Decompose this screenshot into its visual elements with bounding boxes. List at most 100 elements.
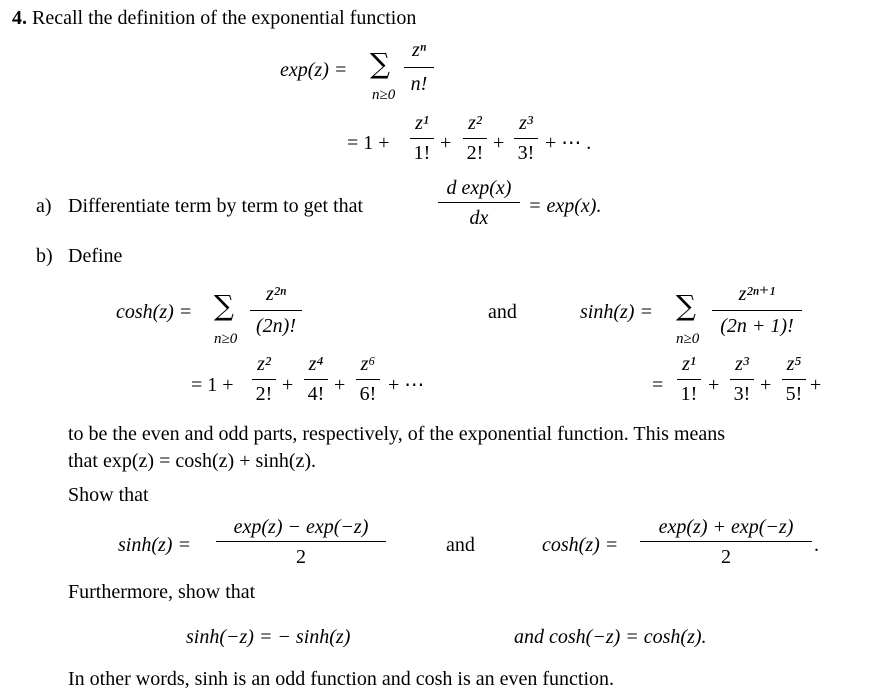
exp-series-lead: = 1 + bbox=[347, 132, 390, 154]
sum-symbol: ∑ bbox=[214, 289, 234, 322]
sum-index: n≥0 bbox=[372, 87, 396, 103]
fraction-numerator: z²ⁿ bbox=[265, 283, 287, 305]
part-a-rhs: = exp(x). bbox=[528, 195, 602, 217]
fraction-denominator: (2n)! bbox=[256, 315, 296, 337]
fraction-bar bbox=[304, 379, 328, 381]
fraction-bar bbox=[712, 310, 802, 312]
fraction-denominator: (2n + 1)! bbox=[720, 315, 794, 337]
sinh-term-1: z¹ 1! bbox=[677, 354, 701, 414]
fraction-bar bbox=[782, 379, 806, 381]
cosh-even-identity: and cosh(−z) = cosh(z). bbox=[514, 626, 707, 648]
fraction-bar bbox=[438, 202, 520, 204]
sum-index: n≥0 bbox=[676, 331, 700, 347]
cosh-exp-fraction: exp(z) + exp(−z) 2 bbox=[640, 517, 812, 573]
plus-sign: + bbox=[760, 374, 772, 396]
fraction-numerator: zⁿ bbox=[411, 39, 427, 61]
fraction-numerator: z⁵ bbox=[786, 353, 802, 375]
sinh-term-3: z⁵ 5! bbox=[782, 354, 806, 414]
fraction-numerator: z¹ bbox=[415, 112, 429, 134]
cosh-series-lead: = 1 + bbox=[191, 374, 234, 396]
sum-index: n≥0 bbox=[214, 331, 238, 347]
fraction-denominator: 2 bbox=[296, 546, 306, 568]
fraction-bar bbox=[356, 379, 380, 381]
problem-intro: Recall the definition of the exponential… bbox=[32, 7, 417, 29]
cosh-def-tail: . bbox=[814, 534, 819, 556]
cosh-fraction: z²ⁿ (2n)! bbox=[250, 284, 302, 344]
and-text: and bbox=[488, 301, 517, 323]
cosh-term-1: z² 2! bbox=[252, 354, 276, 414]
fraction-denominator: 1! bbox=[413, 142, 431, 164]
sinh-series-lead: = bbox=[652, 374, 664, 396]
fraction-denominator: 3! bbox=[517, 142, 535, 164]
fraction-bar bbox=[216, 541, 386, 543]
problem-number: 4. bbox=[12, 7, 27, 29]
exp-series-tail: + ⋯ . bbox=[545, 132, 592, 154]
sum-symbol: ∑ bbox=[370, 47, 390, 80]
exp-term-1: z¹ 1! bbox=[410, 113, 434, 173]
fraction-denominator: 3! bbox=[733, 383, 751, 405]
fraction-denominator: 2 bbox=[721, 546, 731, 568]
part-b-define: Define bbox=[68, 245, 123, 267]
sinh-exp-fraction: exp(z) − exp(−z) 2 bbox=[216, 517, 386, 573]
part-a-label: a) bbox=[36, 195, 52, 217]
fraction-numerator: z⁶ bbox=[360, 353, 376, 375]
fraction-denominator: 6! bbox=[359, 383, 377, 405]
fraction-denominator: 5! bbox=[785, 383, 803, 405]
fraction-denominator: 2! bbox=[466, 142, 484, 164]
fraction-denominator: dx bbox=[469, 207, 489, 229]
parts-line-1: to be the even and odd parts, respective… bbox=[68, 423, 726, 445]
fraction-bar bbox=[640, 541, 812, 543]
fraction-bar bbox=[410, 138, 434, 140]
fraction-numerator: exp(z) − exp(−z) bbox=[233, 516, 369, 538]
and-text: and bbox=[446, 534, 475, 556]
fraction-numerator: z³ bbox=[519, 112, 533, 134]
fraction-numerator: z¹ bbox=[682, 353, 696, 375]
fraction-bar bbox=[730, 379, 754, 381]
part-a-text: Differentiate term by term to get that bbox=[68, 195, 364, 217]
sinh-lhs: sinh(z) = bbox=[580, 301, 653, 323]
cosh-term-3: z⁶ 6! bbox=[356, 354, 380, 414]
sinh-def-lhs: sinh(z) = bbox=[118, 534, 191, 556]
fraction-numerator: z² bbox=[257, 353, 271, 375]
fraction-numerator: z⁴ bbox=[308, 353, 324, 375]
fraction-numerator: d exp(x) bbox=[446, 177, 512, 199]
fraction-bar bbox=[404, 67, 434, 69]
sinh-fraction: z²ⁿ⁺¹ (2n + 1)! bbox=[712, 284, 802, 344]
conclusion: In other words, sinh is an odd function … bbox=[68, 668, 615, 690]
fraction-bar bbox=[250, 310, 302, 312]
problem-header: 4. Recall the definition of the exponent… bbox=[12, 8, 416, 28]
fraction-denominator: 2! bbox=[255, 383, 273, 405]
plus-sign: + bbox=[440, 132, 452, 154]
derivative-fraction: d exp(x) dx bbox=[438, 178, 520, 234]
plus-sign: + bbox=[282, 374, 294, 396]
fraction-denominator: 4! bbox=[307, 383, 325, 405]
show-that: Show that bbox=[68, 484, 149, 506]
plus-sign: + bbox=[493, 132, 505, 154]
fraction-bar bbox=[463, 138, 487, 140]
exp-lhs: exp(z) = bbox=[280, 59, 348, 81]
part-b-label: b) bbox=[36, 245, 53, 267]
parts-line-2: that exp(z) = cosh(z) + sinh(z). bbox=[68, 450, 317, 472]
fraction-denominator: 1! bbox=[680, 383, 698, 405]
cosh-def-lhs: cosh(z) = bbox=[542, 534, 619, 556]
sinh-term-2: z³ 3! bbox=[730, 354, 754, 414]
sinh-odd-identity: sinh(−z) = − sinh(z) bbox=[186, 626, 351, 648]
exp-term-3: z³ 3! bbox=[514, 113, 538, 173]
exp-term-2: z² 2! bbox=[463, 113, 487, 173]
fraction-numerator: z²ⁿ⁺¹ bbox=[738, 283, 776, 305]
fraction-bar bbox=[514, 138, 538, 140]
plus-sign: + bbox=[334, 374, 346, 396]
fraction-bar bbox=[677, 379, 701, 381]
plus-sign: + bbox=[708, 374, 720, 396]
cosh-lhs: cosh(z) = bbox=[116, 301, 193, 323]
fraction-denominator: n! bbox=[410, 73, 428, 95]
furthermore: Furthermore, show that bbox=[68, 581, 256, 603]
fraction-bar bbox=[252, 379, 276, 381]
fraction-numerator: z² bbox=[468, 112, 482, 134]
fraction-numerator: exp(z) + exp(−z) bbox=[658, 516, 794, 538]
cosh-term-2: z⁴ 4! bbox=[304, 354, 328, 414]
exp-fraction: zⁿ n! bbox=[404, 40, 434, 100]
fraction-numerator: z³ bbox=[735, 353, 749, 375]
sum-symbol: ∑ bbox=[676, 289, 696, 322]
sinh-series-tail: + bbox=[810, 374, 822, 396]
